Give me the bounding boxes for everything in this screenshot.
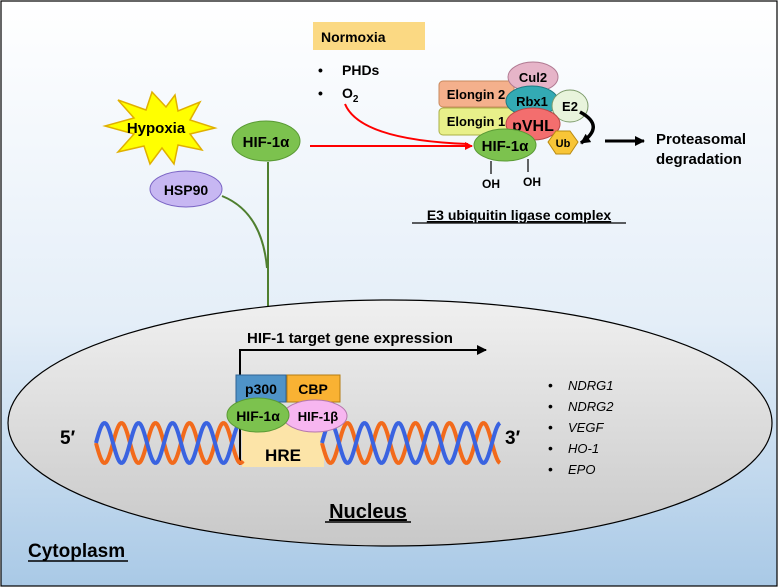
ub-hexagon bbox=[547, 130, 579, 155]
hsp90-to-path-curve bbox=[221, 195, 268, 269]
gene-item-1: NDRG1 bbox=[568, 378, 614, 393]
hre-label: HRE bbox=[265, 446, 301, 465]
normoxia-item-o2: O2 bbox=[342, 85, 359, 105]
dna-strand bbox=[94, 421, 245, 465]
dna-strand bbox=[94, 421, 245, 465]
e3-complex-label: E3 ubiquitin ligase complex bbox=[427, 207, 612, 223]
oh-label-1: OH bbox=[482, 177, 500, 191]
ubiquitin-transfer-arrow bbox=[579, 110, 595, 145]
hypoxia-star bbox=[102, 90, 218, 166]
dna-strand bbox=[320, 421, 502, 465]
gene-bullet-4: • bbox=[548, 440, 553, 456]
o2-subscript: 2 bbox=[353, 94, 359, 105]
dna-right bbox=[320, 421, 502, 465]
o2-main: O bbox=[342, 85, 353, 101]
dna-strand bbox=[320, 421, 502, 465]
three-prime-label: 3′ bbox=[505, 428, 521, 449]
hif1a-ellipse bbox=[231, 120, 301, 162]
e2-label: E2 bbox=[562, 99, 578, 114]
cul2-label: Cul2 bbox=[519, 70, 547, 85]
proteasomal-label-2: degradation bbox=[656, 151, 742, 168]
gene-item-5: EPO bbox=[568, 462, 595, 477]
pvhl-label: pVHL bbox=[512, 118, 554, 135]
normoxia-box bbox=[313, 22, 425, 50]
gene-bullet-2: • bbox=[548, 398, 553, 414]
cytoplasm-label: Cytoplasm bbox=[28, 541, 125, 562]
hif1a-label: HIF-1α bbox=[243, 134, 291, 151]
five-prime-label: 5′ bbox=[60, 428, 76, 449]
normoxia-bullet-1: • bbox=[318, 62, 323, 78]
hif1a-complex-ellipse bbox=[473, 128, 537, 162]
gene-list: • NDRG1 • NDRG2 • VEGF • HO-1 • EPO bbox=[548, 377, 614, 477]
normoxia-bullet-2: • bbox=[318, 85, 323, 101]
nucleus-ellipse bbox=[7, 299, 773, 547]
elongin1-label: Elongin 1 bbox=[447, 114, 506, 129]
hypoxia-label: Hypoxia bbox=[127, 120, 186, 137]
normoxia-to-complex-arrow bbox=[344, 103, 469, 145]
p300-label: p300 bbox=[245, 381, 277, 397]
gene-bullet-3: • bbox=[548, 419, 553, 435]
rbx1-label: Rbx1 bbox=[516, 94, 548, 109]
proteasomal-label-1: Proteasomal bbox=[656, 131, 746, 148]
p300-box bbox=[235, 374, 287, 403]
gene-bullet-5: • bbox=[548, 461, 553, 477]
hif1b-label: HIF-1β bbox=[298, 409, 339, 424]
elongin2-label: Elongin 2 bbox=[447, 87, 506, 102]
hsp90-ellipse bbox=[149, 170, 223, 208]
normoxia-title: Normoxia bbox=[321, 29, 386, 45]
cbp-box bbox=[286, 374, 341, 403]
gene-bullet-1: • bbox=[548, 377, 553, 393]
oh-label-2: OH bbox=[523, 175, 541, 189]
hsp90-label: HSP90 bbox=[164, 182, 209, 198]
normoxia-item-phds: PHDs bbox=[342, 62, 380, 78]
hif1a-nucleus-label: HIF-1α bbox=[236, 408, 280, 424]
cbp-label: CBP bbox=[298, 381, 328, 397]
gene-item-2: NDRG2 bbox=[568, 399, 614, 414]
gene-item-4: HO-1 bbox=[568, 441, 599, 456]
nucleus-label: Nucleus bbox=[329, 501, 407, 523]
e2-ellipse bbox=[551, 89, 589, 123]
hif1a-nucleus-ellipse bbox=[226, 397, 290, 433]
ub-label: Ub bbox=[556, 138, 571, 150]
gene-item-3: VEGF bbox=[568, 420, 604, 435]
dna-left bbox=[94, 421, 245, 465]
target-expression-label: HIF-1 target gene expression bbox=[247, 330, 453, 347]
hif1a-complex-label: HIF-1α bbox=[482, 138, 530, 155]
